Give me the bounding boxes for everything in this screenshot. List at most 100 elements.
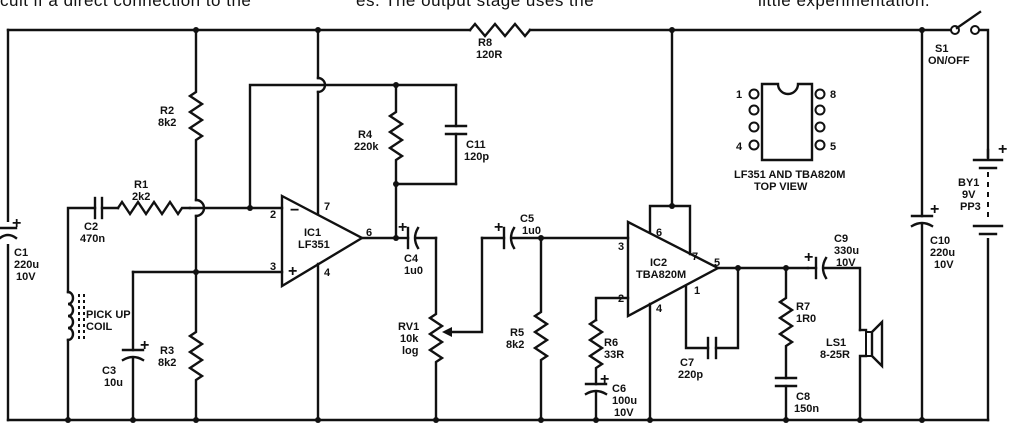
capacitor-c6: + C6 100u 10V — [584, 371, 637, 422]
c6-voltage: 10V — [614, 407, 634, 419]
c9-plus: + — [804, 249, 813, 266]
speaker-ls1: LS1 8-25R — [820, 319, 884, 422]
pinout-pin-5: 5 — [830, 141, 836, 153]
c11-ref: C11 — [466, 139, 486, 151]
c3-value: 10u — [104, 377, 123, 389]
c4-plus: + — [398, 219, 407, 236]
r1-value: 2k2 — [132, 191, 150, 203]
resistor-r5: R5 8k2 — [506, 236, 550, 422]
c1-value: 220u — [14, 259, 39, 271]
ic2-ref: IC2 — [650, 257, 667, 269]
c4-ref: C4 — [404, 253, 419, 265]
capacitor-c10: + C10 220u 10V — [910, 28, 955, 422]
resistor-r3: R3 8k2 — [158, 214, 205, 422]
ic1-pin-4: 4 — [324, 267, 331, 279]
r6-ref: R6 — [604, 337, 618, 349]
capacitor-c2: C2 470n — [80, 196, 120, 245]
capacitor-c11: C11 120p — [444, 83, 489, 186]
opamp-ic1: − + 2 3 6 7 4 IC1 LF351 — [270, 194, 372, 289]
c11-value: 120p — [464, 151, 489, 163]
by1-ref: BY1 — [958, 177, 979, 189]
ic2-pin-1: 1 — [694, 285, 700, 297]
c5-value: 1u0 — [522, 225, 541, 237]
r4-ref: R4 — [358, 129, 373, 141]
r5-ref: R5 — [510, 327, 524, 339]
wire-ic2-supply — [648, 28, 674, 234]
c6-value: 100u — [612, 395, 637, 407]
capacitor-c4: + C4 1u0 — [394, 219, 438, 277]
ic2-part: TBA820M — [636, 269, 686, 281]
pinout-pin-8: 8 — [830, 89, 836, 101]
battery-by1: + BY1 9V PP3 — [958, 141, 1007, 238]
c2-value: 470n — [80, 233, 105, 245]
c8-ref: C8 — [796, 391, 810, 403]
c7-ref: C7 — [680, 357, 694, 369]
r2-ref: R2 — [160, 105, 174, 117]
header-text-middle: es. The output stage uses the — [356, 0, 594, 10]
rv1-taper: log — [402, 345, 419, 357]
by1-value: 9V — [962, 189, 976, 201]
ic1-pin-2: 2 — [270, 209, 276, 221]
ic1-plus: + — [288, 263, 297, 280]
c9-voltage: 10V — [836, 257, 856, 269]
c6-plus: + — [600, 371, 609, 388]
ic-pinout-diagram: 1 4 8 5 LF351 AND TBA820M TOP VIEW — [734, 82, 845, 193]
wire-ic2-pin7 — [670, 204, 692, 256]
coil-label-line2: COIL — [86, 321, 113, 333]
ic1-pin-3: 3 — [270, 261, 276, 273]
resistor-r1: R1 2k2 — [116, 179, 192, 217]
r6-value: 33R — [604, 349, 624, 361]
resistor-r2: R2 8k2 — [158, 28, 205, 202]
c9-value: 330u — [834, 245, 859, 257]
r3-ref: R3 — [160, 345, 174, 357]
capacitor-c3: + C3 10u — [102, 270, 284, 422]
ls1-ref: LS1 — [826, 337, 846, 349]
ic2-pin-4: 4 — [656, 303, 663, 315]
ic1-pin-7: 7 — [324, 201, 330, 213]
capacitor-c7: C7 220p — [678, 266, 740, 381]
potentiometer-rv1: RV1 10k log — [398, 236, 484, 422]
c10-value: 220u — [930, 247, 955, 259]
s1-ref: S1 — [935, 43, 948, 55]
capacitor-c8: C8 150n — [774, 376, 819, 422]
by1-type: PP3 — [960, 201, 981, 213]
resistor-r8: R8 120R — [468, 22, 532, 61]
r4-value: 220k — [354, 141, 379, 153]
ic2-pin-6: 6 — [656, 227, 662, 239]
c1-voltage: 10V — [16, 271, 36, 283]
capacitor-c1: + C1 220u 10V — [0, 215, 39, 283]
header-text-right: little experimentation. — [758, 0, 930, 10]
c9-ref: C9 — [834, 233, 848, 245]
s1-function: ON/OFF — [928, 55, 970, 67]
coil-label-line1: PICK UP — [86, 309, 131, 321]
c3-ref: C3 — [102, 365, 116, 377]
c1-plus: + — [12, 215, 21, 232]
r1-ref: R1 — [134, 179, 148, 191]
c1-ref: C1 — [14, 247, 28, 259]
c6-ref: C6 — [612, 383, 626, 395]
capacitor-c5: + C5 1u0 — [480, 213, 630, 250]
pinout-caption-line2: TOP VIEW — [754, 181, 808, 193]
ic1-part: LF351 — [298, 239, 330, 251]
header-text-left: cuit if a direct connection to the — [0, 0, 251, 10]
c8-value: 150n — [794, 403, 819, 415]
pickup-coil: PICK UP COIL — [66, 206, 131, 422]
r7-ref: R7 — [796, 301, 810, 313]
ls1-value: 8-25R — [820, 349, 850, 361]
ic1-minus: − — [290, 202, 299, 219]
r3-value: 8k2 — [158, 357, 176, 369]
r7-value: 1R0 — [796, 313, 816, 325]
c4-value: 1u0 — [404, 265, 423, 277]
pinout-caption-line1: LF351 AND TBA820M — [734, 169, 845, 181]
ic2-pin-3: 3 — [618, 241, 624, 253]
capacitor-c9: + C9 330u 10V — [804, 233, 862, 332]
wire-feedback-top — [248, 83, 458, 210]
pinout-pin-1: 1 — [736, 89, 742, 101]
by1-plus: + — [998, 141, 1007, 158]
c10-plus: + — [930, 201, 939, 218]
ic1-pin-6: 6 — [366, 227, 372, 239]
rv1-ref: RV1 — [398, 321, 419, 333]
switch-s1: S1 ON/OFF — [928, 10, 982, 67]
pinout-pin-4: 4 — [736, 141, 743, 153]
